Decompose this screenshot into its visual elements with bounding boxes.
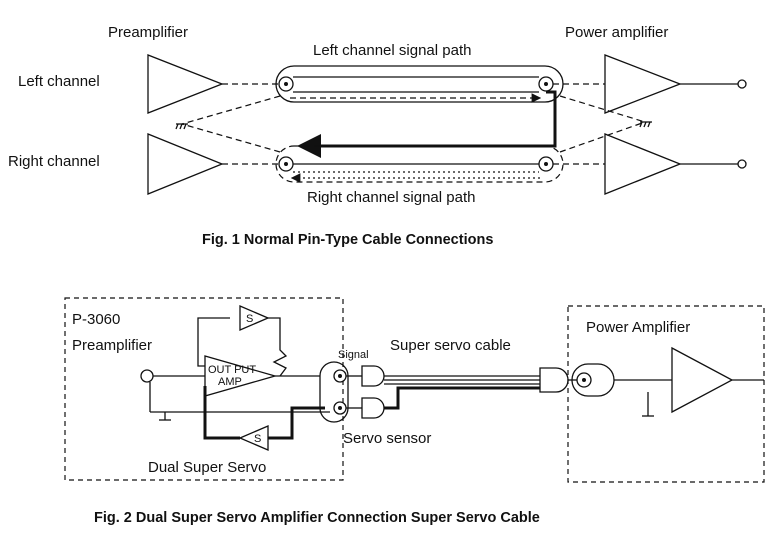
fig2-input-jack: [140, 369, 154, 383]
fig1-right-in-pin: [544, 162, 548, 166]
fig1-power-ground-tick-1: [639, 121, 643, 128]
fig2-power-plug: [539, 367, 569, 393]
fig1-power-ground-tick-3: [647, 121, 651, 128]
fig2-servo-return-left: [203, 386, 240, 440]
fig2-preamp-box: [64, 297, 344, 481]
fig1-pre-ground-right: [181, 123, 281, 153]
fig2-output-amp-triangle: [204, 355, 278, 397]
fig2-top-servo-triangle: [239, 305, 270, 331]
fig1-left-power-triangle: [604, 54, 682, 114]
fig1-left-path-label: Left channel signal path: [313, 42, 471, 59]
fig1-right-path-label: Right channel signal path: [307, 189, 475, 206]
fig1-right-output-terminal: [737, 159, 747, 169]
fig2-model-label: P-3060: [72, 311, 120, 328]
fig2-preamplifier-label: Preamplifier: [72, 337, 152, 354]
fig1-preamplifier-label: Preamplifier: [108, 24, 188, 41]
fig2-servo-sense-line: [268, 406, 325, 440]
fig2-feedback-resistor: [268, 317, 288, 377]
fig2-top-servo-symbol: S: [246, 313, 253, 325]
fig1-left-cable: [275, 65, 564, 103]
fig2-bottom-servo-symbol: S: [254, 433, 261, 445]
fig1-caption: Fig. 1 Normal Pin-Type Cable Connections: [202, 232, 493, 248]
fig1-ground-loop-path: [297, 90, 557, 158]
fig2-servo-plug: [361, 397, 385, 419]
fig1-pre-ground-left: [181, 95, 281, 125]
fig2-servo-sensor-label: Servo sensor: [343, 430, 431, 447]
fig2-feedback-left: [197, 317, 230, 367]
fig1-power-ground-left: [559, 95, 646, 123]
fig1-pre-ground-tick-3: [183, 123, 187, 130]
fig1-left-output-terminal: [737, 79, 747, 89]
fig2-servo-jack-pin: [338, 406, 342, 410]
fig1-left-out-pin: [284, 82, 288, 86]
fig1-diagram: Preamplifier Power amplifier Left channe…: [8, 24, 747, 248]
fig2-signal-plug: [361, 365, 385, 387]
fig1-pre-ground-tick-2: [179, 123, 183, 130]
fig1-right-power-triangle: [604, 133, 682, 195]
fig2-power-amp-box: [567, 305, 765, 483]
fig2-super-servo-cable-label: Super servo cable: [390, 337, 511, 354]
fig2-signal-label: Signal: [338, 349, 369, 361]
fig1-pre-ground-tick-1: [175, 123, 179, 130]
fig2-signal-jack-pin: [338, 374, 342, 378]
fig1-power-ground-right: [559, 121, 646, 153]
fig2-diagram: P-3060 Preamplifier Dual Super Servo OUT…: [64, 297, 765, 526]
fig1-power-amplifier-label: Power amplifier: [565, 24, 668, 41]
fig2-caption: Fig. 2 Dual Super Servo Amplifier Connec…: [94, 510, 540, 526]
fig2-dual-super-servo-label: Dual Super Servo: [148, 459, 266, 476]
fig2-output-amp-label-2: AMP: [218, 376, 242, 388]
fig1-left-in-pin: [544, 82, 548, 86]
fig1-right-preamp-triangle: [147, 133, 224, 195]
fig2-power-amplifier-label: Power Amplifier: [586, 319, 690, 336]
fig2-output-amp-label-1: OUT PUT: [208, 364, 256, 376]
fig2-cable-servo-conductor: [384, 386, 540, 410]
fig1-left-preamp-triangle: [147, 54, 224, 114]
fig2-preamp-connector-housing: [319, 361, 349, 423]
fig1-right-channel-label: Right channel: [8, 153, 100, 170]
fig1-left-channel-label: Left channel: [18, 73, 100, 90]
fig1-right-out-pin: [284, 162, 288, 166]
fig2-power-amp-triangle: [671, 346, 734, 414]
fig1-power-ground-tick-2: [643, 121, 647, 128]
fig2-power-input-jack-pin: [582, 378, 586, 382]
fig1-right-cable: [275, 145, 564, 183]
